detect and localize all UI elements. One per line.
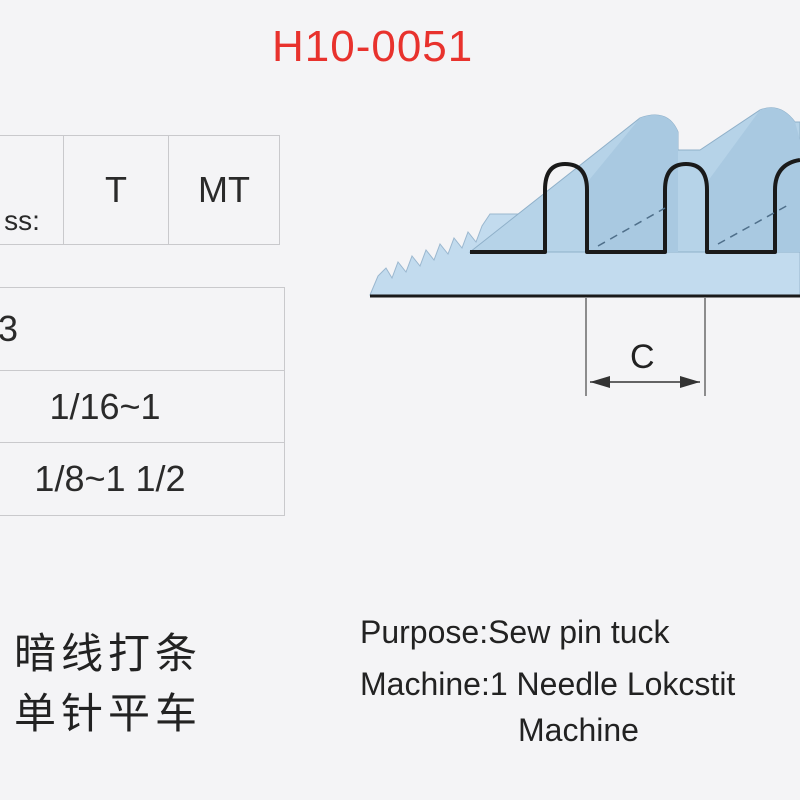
blade-shade xyxy=(705,107,800,252)
tuck-fold-profile xyxy=(470,158,800,254)
machine-text-line2: Machine xyxy=(518,712,639,748)
table-line xyxy=(0,515,285,516)
blade-shade xyxy=(585,115,678,252)
machine-text-line1: Machine:1 Needle Lokcstit xyxy=(360,666,736,702)
arrow-head-right xyxy=(680,376,700,388)
table-row-3-value: 1/8~1 1/2 xyxy=(34,458,186,499)
table-row-2-value: 1/16~1 xyxy=(49,385,161,427)
purpose-text: Purpose:Sew pin tuck xyxy=(360,614,670,650)
table-line xyxy=(63,135,64,245)
table-line xyxy=(0,370,285,371)
arrow-head-left xyxy=(590,376,610,388)
header-cell-mt: MT xyxy=(198,169,250,210)
table-line xyxy=(279,135,280,245)
table-line xyxy=(0,135,280,136)
table-line xyxy=(168,135,169,245)
header-cell-t: T xyxy=(105,169,127,210)
table-line xyxy=(284,287,285,516)
table-line xyxy=(0,442,285,443)
dimension-label-c: C xyxy=(630,338,655,376)
table-line xyxy=(0,244,280,245)
product-code-title: H10-0051 xyxy=(272,22,474,71)
chinese-purpose-text: 暗线打条 xyxy=(14,629,203,678)
chinese-machine-text: 单针平车 xyxy=(14,689,203,738)
class-label: ss: xyxy=(4,205,40,236)
table-line xyxy=(0,287,285,288)
table-row-1-value: 33 xyxy=(0,308,19,349)
